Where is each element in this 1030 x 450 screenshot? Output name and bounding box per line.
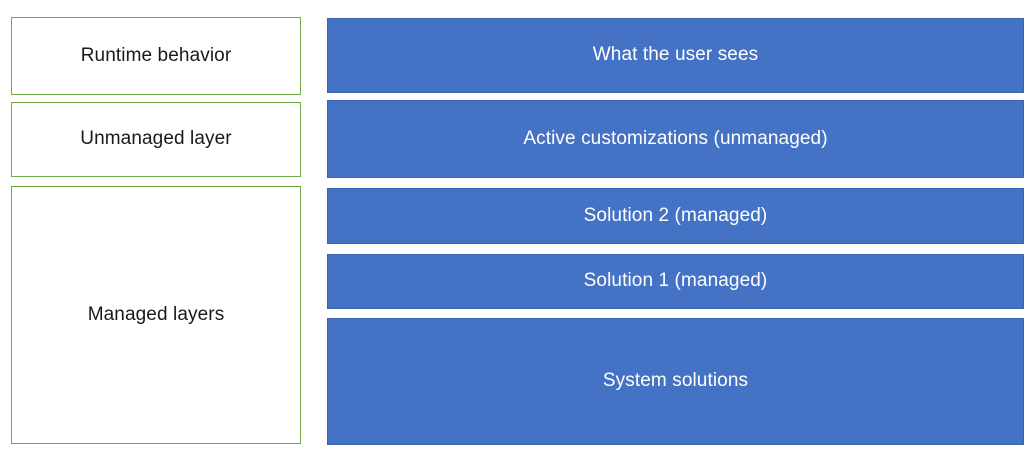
stack-bar-system-solutions: System solutions: [327, 318, 1024, 445]
stack-bar-solution-1: Solution 1 (managed): [327, 254, 1024, 309]
layer-box-managed-layers-label: Managed layers: [87, 303, 225, 325]
stack-bar-active-customizations-label: Active customizations (unmanaged): [523, 127, 828, 149]
layer-box-runtime-behavior: Runtime behavior: [11, 17, 301, 95]
stack-bar-system-solutions-label: System solutions: [602, 370, 749, 392]
stack-bar-what-the-user-sees-label: What the user sees: [592, 44, 759, 66]
stack-bar-solution-2-label: Solution 2 (managed): [583, 204, 768, 226]
layer-box-managed-layers: Managed layers: [11, 186, 301, 444]
layer-box-runtime-behavior-label: Runtime behavior: [80, 44, 232, 66]
stack-bar-what-the-user-sees: What the user sees: [327, 18, 1024, 93]
stack-bar-active-customizations: Active customizations (unmanaged): [327, 100, 1024, 178]
layer-box-unmanaged-layer-label: Unmanaged layer: [80, 128, 232, 150]
layer-box-unmanaged-layer: Unmanaged layer: [11, 102, 301, 177]
stack-bar-solution-2: Solution 2 (managed): [327, 188, 1024, 244]
stack-bar-solution-1-label: Solution 1 (managed): [583, 270, 768, 292]
